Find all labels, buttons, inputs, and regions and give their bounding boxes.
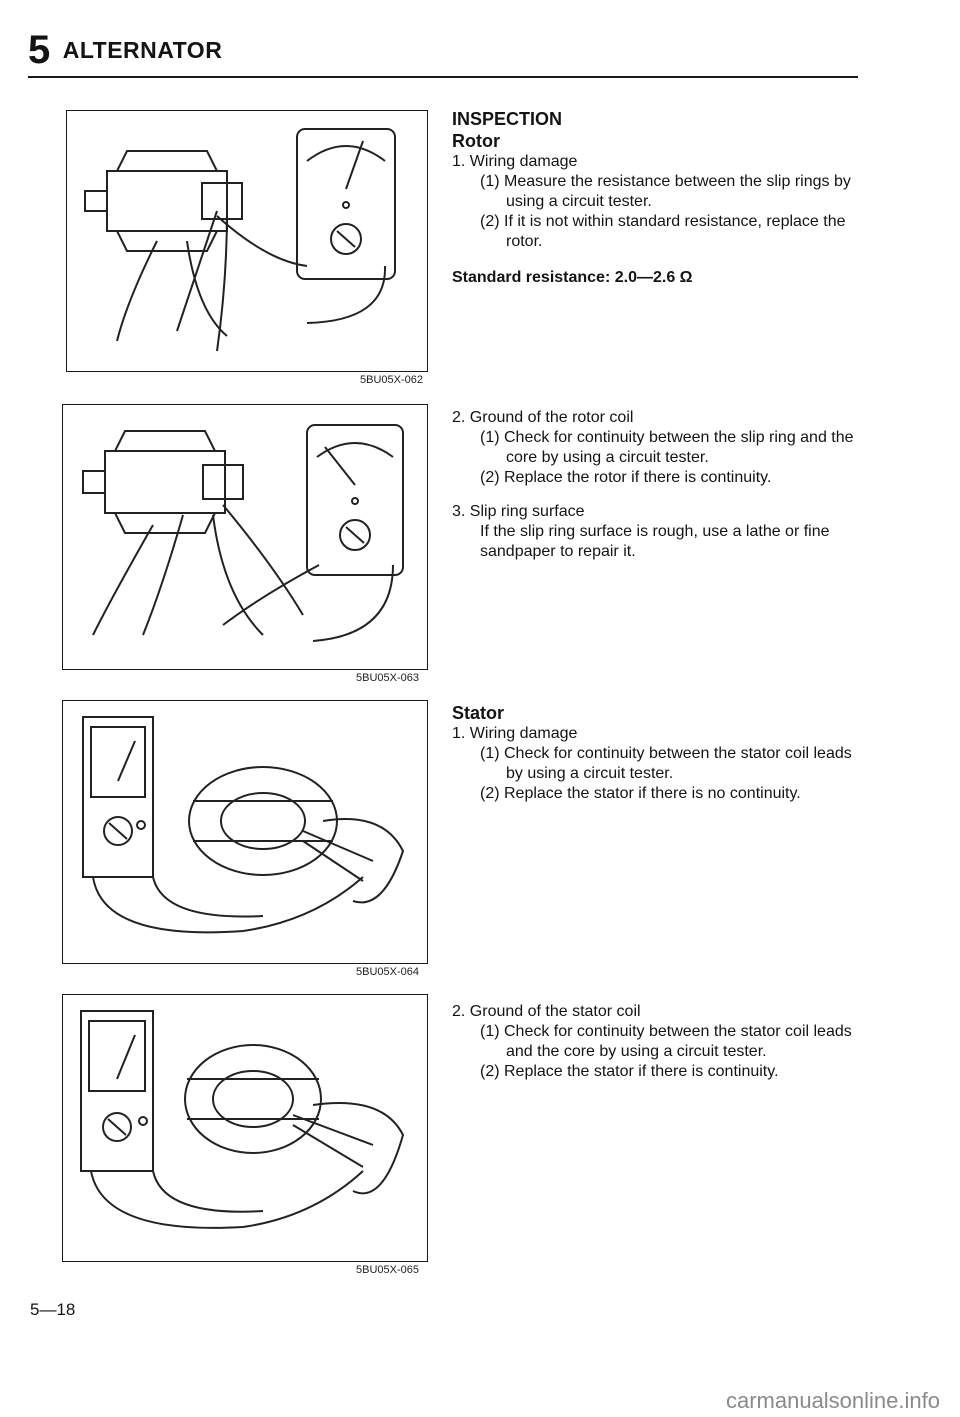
rotor-ground-step-2: (2) Replace the rotor if there is contin… [480, 469, 772, 486]
watermark: carmanualsonline.info [725, 1388, 940, 1413]
rotor-heading: Rotor [452, 131, 500, 151]
stator-heading: Stator [452, 703, 505, 723]
slip-ring-title: 3. Slip ring surface [452, 503, 585, 520]
figure-rotor-ground [62, 404, 428, 670]
inspection-heading: INSPECTION [452, 109, 563, 129]
standard-resistance-spec: Standard resistance: 2.0—2.6 Ω [452, 269, 693, 286]
rotor-wiring-title: 1. Wiring damage [452, 153, 578, 170]
figure-rotor-wiring [66, 110, 428, 372]
stator-wiring-title: 1. Wiring damage [452, 725, 578, 742]
rotor-ground-step-1: (1) Check for continuity between the sli… [480, 429, 854, 466]
stator-ground-illustration [80, 1010, 405, 1229]
figure-stator-wiring [62, 700, 428, 964]
figure-id: 5BU05X-064 [356, 966, 419, 978]
figure-id: 5BU05X-062 [360, 374, 423, 386]
figure-id: 5BU05X-063 [356, 672, 419, 684]
slip-ring-text: If the slip ring surface is rough, use a… [480, 523, 830, 560]
chapter-number: 5 [28, 28, 51, 72]
stator-ground-step-1: (1) Check for continuity between the sta… [480, 1023, 852, 1060]
page-number: 5—18 [30, 1300, 76, 1319]
stator-wiring-step-1: (1) Check for continuity between the sta… [480, 745, 852, 782]
stator-wiring-section: Stator 1. Wiring damage (1) Check for co… [452, 702, 872, 804]
rotor-ground-title: 2. Ground of the rotor coil [452, 409, 634, 426]
stator-ground-step-2: (2) Replace the stator if there is conti… [480, 1063, 779, 1080]
rotor-wiring-section: INSPECTION Rotor 1. Wiring damage (1) Me… [452, 108, 872, 288]
rotor-wiring-step-2: (2) If it is not within standard resista… [480, 213, 846, 250]
rotor-tester-illustration [84, 128, 396, 352]
rotor-ground-section: 2. Ground of the rotor coil (1) Check fo… [452, 408, 872, 562]
rotor-ground-illustration [82, 424, 404, 642]
chapter-header: 5 ALTERNATOR [28, 28, 222, 73]
figure-stator-ground [62, 994, 428, 1262]
rotor-wiring-step-1: (1) Measure the resistance between the s… [480, 173, 851, 210]
stator-ground-title: 2. Ground of the stator coil [452, 1003, 641, 1020]
stator-tester-illustration [82, 716, 405, 934]
figure-id: 5BU05X-065 [356, 1264, 419, 1276]
stator-ground-section: 2. Ground of the stator coil (1) Check f… [452, 1002, 872, 1082]
header-rule [28, 76, 858, 78]
chapter-title: ALTERNATOR [62, 37, 223, 63]
stator-wiring-step-2: (2) Replace the stator if there is no co… [480, 785, 801, 802]
